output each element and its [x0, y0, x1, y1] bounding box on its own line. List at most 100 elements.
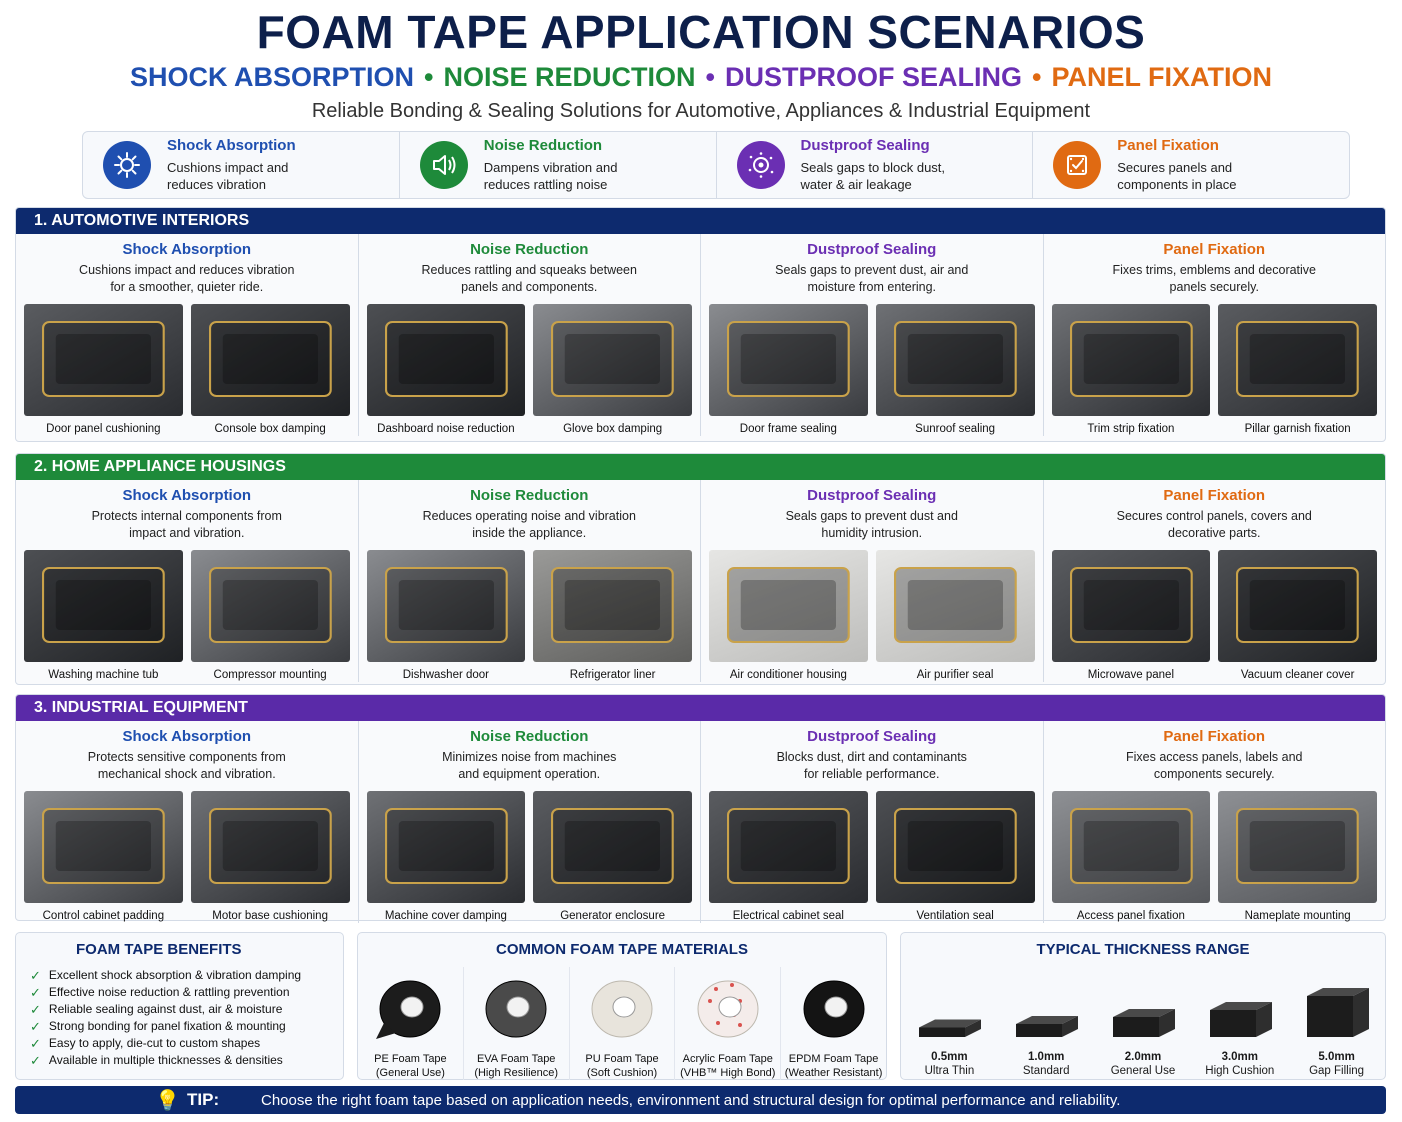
scenario-photo-card: Microwave panel [1051, 550, 1211, 682]
photo-caption: Microwave panel [1087, 669, 1175, 681]
photo-caption: Dishwasher door [402, 669, 490, 681]
checkmark-icon: ✓ [30, 985, 41, 1000]
feature-desc-line: Secures panels and [1117, 160, 1233, 175]
photo-caption: Generator enclosure [560, 910, 666, 922]
scenario-photo-card: Pillar garnish fixation [1218, 304, 1377, 436]
scenario-desc-line: moisture from entering. [807, 280, 937, 294]
benefits-list: ✓Excellent shock absorption & vibration … [16, 967, 343, 1069]
feature-title: Panel Fixation [1117, 137, 1219, 154]
scenario-photo-card: Sunroof sealing [875, 304, 1035, 436]
photo-caption: Access panel fixation [1076, 910, 1185, 922]
speaker-icon [419, 141, 468, 189]
page-title: FOAM TAPE APPLICATION SCENARIOS [256, 6, 1146, 58]
tape-outline-graphic [726, 567, 850, 643]
scenario-title: Panel Fixation [1163, 241, 1266, 258]
foam-block-icon [919, 1019, 982, 1037]
benefit-item: ✓Strong bonding for panel fixation & mou… [30, 1018, 343, 1035]
scenario-photo-card: Generator enclosure [533, 791, 692, 923]
checkmark-icon: ✓ [30, 1053, 41, 1068]
scenario-photos: Machine cover damping Generator enclosur… [366, 791, 692, 923]
application-photo [366, 791, 526, 903]
thickness-item: 3.0mm High Cushion [1191, 969, 1288, 1078]
feature-title: Noise Reduction [483, 137, 603, 154]
scenario-column: Shock Absorption Cushions impact and red… [16, 234, 359, 436]
feature-desc-line: reduces vibration [167, 177, 266, 192]
scenario-title: Dustproof Sealing [807, 241, 937, 258]
scenario-column: Dustproof Sealing Blocks dust, dirt and … [701, 721, 1044, 923]
material-sub: (High Resilience) [474, 1067, 559, 1079]
scenario-photos: Dishwasher door Refrigerator liner [366, 550, 692, 682]
material-sub: (Weather Resistant) [784, 1067, 883, 1079]
photo-caption: Door panel cushioning [46, 423, 161, 435]
thickness-label: Standard [1022, 1065, 1070, 1077]
tape-outline-graphic [551, 808, 675, 884]
benefit-item: ✓Reliable sealing against dust, air & mo… [30, 1001, 343, 1018]
scenario-photo-card: Air purifier seal [875, 550, 1035, 682]
feature-desc-line: Seals gaps to block dust, [800, 160, 946, 175]
checkmark-icon: ✓ [30, 1019, 41, 1034]
scenario-desc-line: humidity intrusion. [821, 526, 923, 540]
scenario-desc-line: panels and components. [461, 280, 598, 294]
scenario-desc: Secures control panels, covers and decor… [1052, 508, 1378, 542]
application-photo [190, 550, 350, 662]
scenario-photo-card: Door frame sealing [709, 304, 868, 436]
material-item: Acrylic Foam Tape (VHB™ High Bond) [675, 967, 782, 1080]
thickness-item: 5.0mm Gap Filling [1288, 969, 1385, 1078]
scenario-photo-card: Dashboard noise reduction [366, 304, 526, 436]
scenario-title: Panel Fixation [1163, 487, 1266, 504]
scenario-photos: Dashboard noise reduction Glove box damp… [366, 304, 692, 436]
scenario-column: Panel Fixation Fixes access panels, labe… [1044, 721, 1386, 923]
application-photo [1218, 791, 1377, 903]
tape-roll-icon [485, 980, 547, 1038]
benefit-item: ✓Easy to apply, die-cut to custom shapes [30, 1035, 343, 1052]
application-photo [1051, 791, 1211, 903]
tape-roll-icon [376, 980, 441, 1039]
tape-outline-graphic [208, 567, 332, 643]
scenario-desc-line: Seals gaps to prevent dust, air and [775, 263, 969, 277]
tape-outline-graphic [384, 808, 508, 884]
scenario-desc-line: impact and vibration. [129, 526, 245, 540]
material-item: PU Foam Tape (Soft Cushion) [570, 967, 676, 1080]
scenario-desc-line: Fixes trims, emblems and decorative [1112, 263, 1317, 277]
tape-outline-graphic [384, 321, 508, 397]
thickness-value: 3.0mm [1221, 1051, 1258, 1063]
photo-caption: Trim strip fixation [1087, 423, 1175, 435]
scenario-column: Panel Fixation Secures control panels, c… [1044, 480, 1386, 682]
photo-caption: Washing machine tub [48, 669, 159, 681]
tape-outline-graphic [893, 321, 1017, 397]
scenario-desc: Minimizes noise from machines and equipm… [367, 749, 693, 783]
tape-outline-graphic [208, 321, 332, 397]
application-photo [24, 550, 183, 662]
scenario-title: Shock Absorption [122, 728, 252, 745]
material-name: EPDM Foam Tape [788, 1053, 879, 1065]
scenario-desc-line: components securely. [1153, 767, 1275, 781]
scenario-photo-card: Motor base cushioning [190, 791, 350, 923]
tape-outline-graphic [1069, 321, 1193, 397]
scenario-photos: Control cabinet padding Motor base cushi… [24, 791, 350, 923]
application-photo [875, 550, 1035, 662]
photo-caption: Machine cover damping [384, 910, 507, 922]
scenario-desc: Cushions impact and reduces vibration fo… [24, 262, 350, 296]
thickness-item: 1.0mm Standard [998, 969, 1095, 1078]
scenario-desc-line: inside the appliance. [472, 526, 587, 540]
tape-outline-graphic [41, 808, 165, 884]
photo-caption: Compressor mounting [213, 669, 327, 681]
scenario-column: Shock Absorption Protects sensitive comp… [16, 721, 359, 923]
benefit-text: Available in multiple thicknesses & dens… [48, 1053, 283, 1067]
subtitle-shock: SHOCK ABSORPTION [130, 62, 415, 92]
application-photo [875, 791, 1035, 903]
scenario-photo-card: Vacuum cleaner cover [1218, 550, 1377, 682]
scenario-title: Shock Absorption [122, 241, 252, 258]
feature-desc-line: Cushions impact and [167, 160, 289, 175]
subtitle-separator: • [424, 62, 434, 92]
application-photo [190, 791, 350, 903]
scenario-desc-line: decorative parts. [1168, 526, 1261, 540]
feature-desc-line: Dampens vibration and [483, 160, 618, 175]
benefits-title: FOAM TAPE BENEFITS [76, 941, 242, 958]
feature-panel-fixation: Panel Fixation Secures panels and compon… [1033, 132, 1349, 198]
scenario-photo-card: Compressor mounting [190, 550, 350, 682]
subtitle-panel: PANEL FIXATION [1051, 62, 1272, 92]
material-sub: (VHB™ High Bond) [680, 1067, 776, 1079]
section-industrial: 3. INDUSTRIAL EQUIPMENT Shock Absorption… [15, 694, 1386, 923]
feature-desc-line: reduces rattling noise [483, 177, 608, 192]
